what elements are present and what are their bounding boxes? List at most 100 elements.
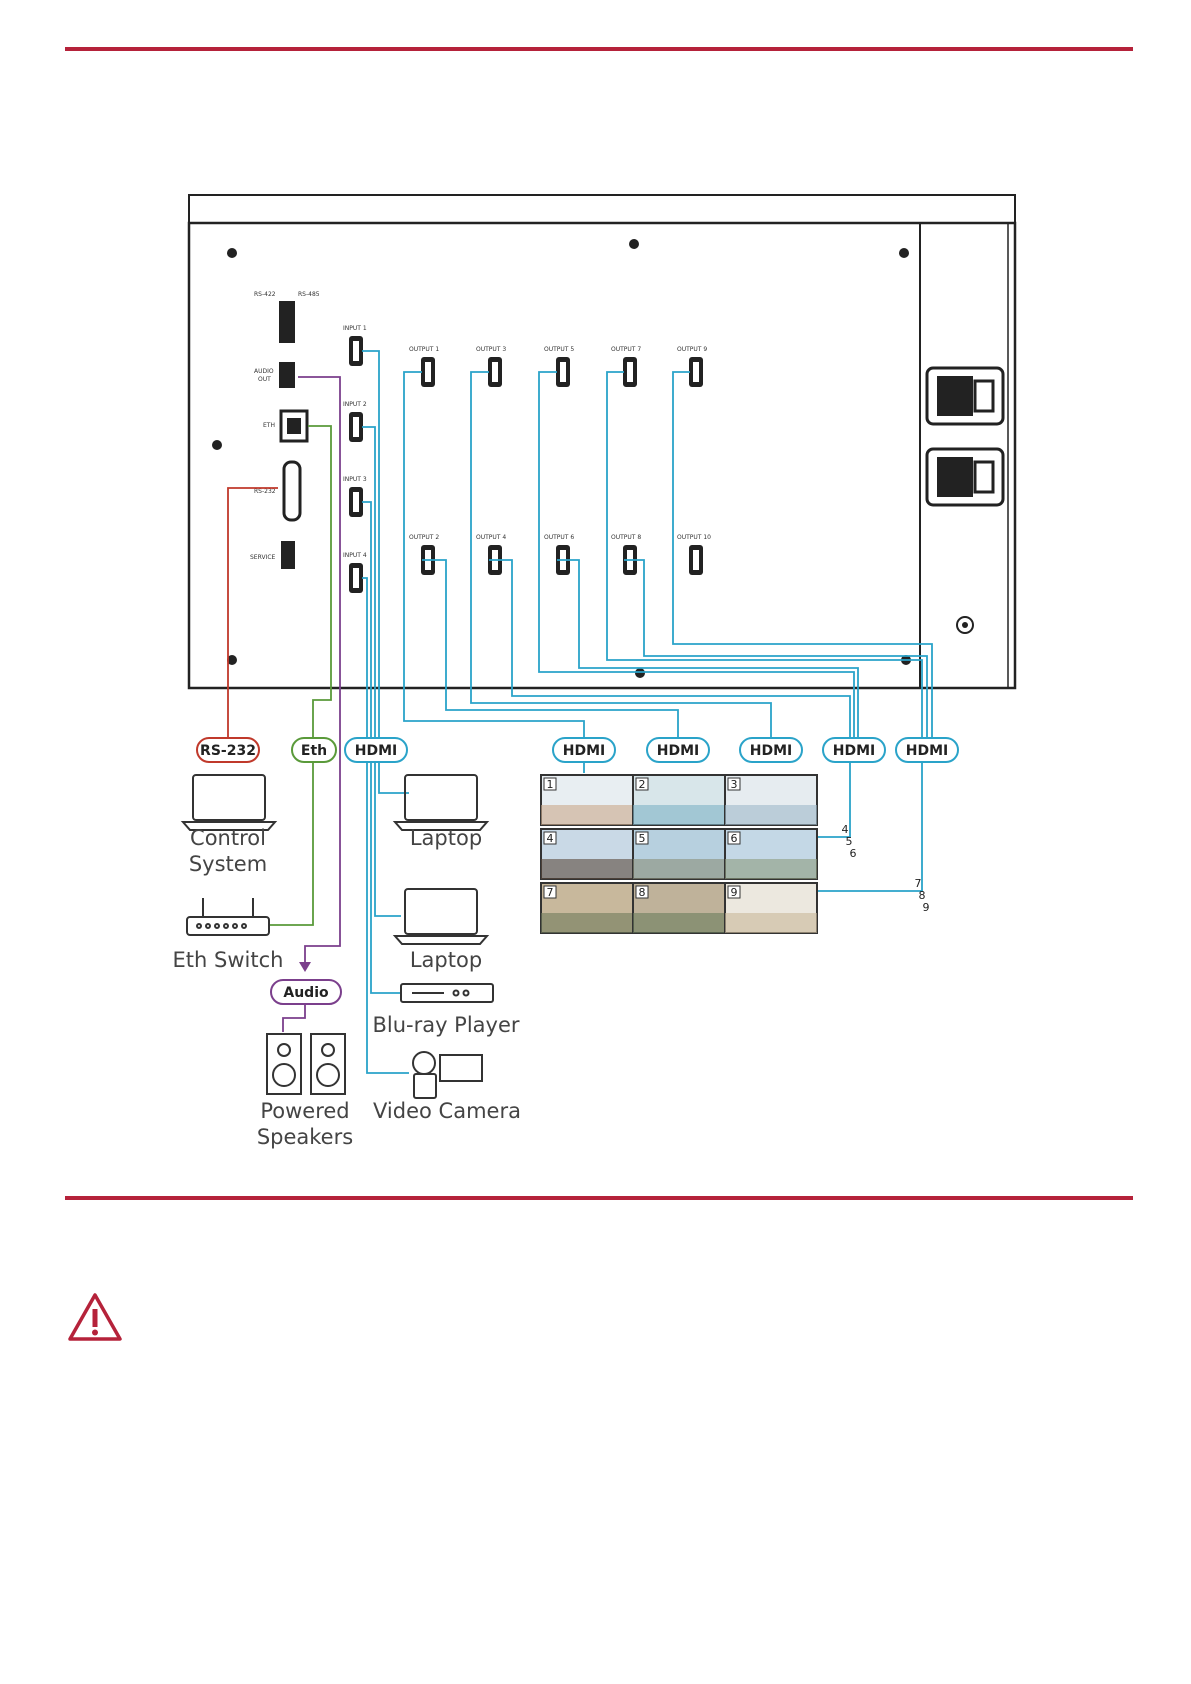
label-rs485: RS-485 (298, 291, 320, 298)
video-camera-icon (412, 1051, 483, 1099)
tile-number: 3 (731, 778, 738, 791)
power-socket-icon (925, 366, 1005, 507)
tile-number: 9 (731, 886, 738, 899)
rs232-cable (227, 487, 278, 738)
output-label: OUTPUT 9 (677, 346, 707, 353)
label-audio-out-2: OUT (258, 376, 271, 383)
audio-terminal-icon (279, 362, 295, 388)
hdmi-in4 (362, 577, 409, 1074)
hdmi-port-icon (349, 336, 363, 366)
audio-split (282, 1003, 306, 1032)
hdmi-port-icon (689, 357, 703, 387)
output-label: OUTPUT 4 (476, 534, 506, 541)
laptop-icon (180, 774, 490, 945)
header-rule (65, 47, 1133, 51)
input-label: INPUT 1 (343, 325, 367, 332)
video-wall-tile: 2 (632, 774, 726, 826)
eth-switch-cable (270, 762, 314, 926)
line-number: 9 (923, 901, 930, 914)
hdmi-out9 (672, 371, 933, 738)
input-label: INPUT 4 (343, 552, 367, 559)
hdmi-output-pill: HDMI (906, 743, 948, 759)
hdmi-in1 (362, 350, 409, 794)
device-control-2: System (189, 852, 267, 876)
input-label: INPUT 2 (343, 401, 367, 408)
device-control-1: Control (190, 826, 266, 850)
tile-number: 1 (547, 778, 554, 791)
video-wall-tile: 6 (724, 828, 818, 880)
output-label: OUTPUT 6 (544, 534, 574, 541)
ground-icon (956, 616, 974, 634)
label-rs422: RS-422 (254, 291, 276, 298)
output-label: OUTPUT 5 (544, 346, 574, 353)
inputs-group: INPUT 1 INPUT 2 INPUT 3 INPUT 4 (343, 325, 367, 593)
hdmi-out1 (403, 371, 585, 738)
tile-number: 4 (547, 832, 554, 845)
hdmi-out2 (422, 559, 679, 738)
label-service: SERVICE (250, 554, 276, 561)
device-speakers-1: Powered (260, 1099, 349, 1123)
video-wall-tile: 4 (540, 828, 634, 880)
hdmi-port-icon (349, 412, 363, 442)
hdmi-out6 (557, 559, 859, 738)
hdmi-output-pill: HDMI (750, 743, 792, 759)
hdmi-in2 (362, 426, 401, 917)
video-wall-tile: 1 (540, 774, 634, 826)
output-label: OUTPUT 8 (611, 534, 641, 541)
hdmi-output-pill: HDMI (563, 743, 605, 759)
output-label: OUTPUT 2 (409, 534, 439, 541)
output-label: OUTPUT 7 (611, 346, 641, 353)
footer-rule (65, 1196, 1133, 1200)
hdmi-out5 (538, 371, 855, 738)
line-number: 7 (915, 877, 922, 890)
speaker-icon (266, 1033, 346, 1095)
device-camera: Video Camera (373, 1099, 521, 1123)
hdmi-out8 (624, 559, 928, 738)
rs232-port-icon (282, 460, 302, 522)
label-rs232: RS-232 (254, 488, 276, 495)
output-label: OUTPUT 3 (476, 346, 506, 353)
video-wall-tile: 3 (724, 774, 818, 826)
rear-panel: RS-422 RS-485 AUDIO OUT ETH RS-232 SERVI… (187, 194, 1017, 690)
output-label: OUTPUT 10 (677, 534, 711, 541)
device-laptop-1: Laptop (410, 826, 482, 850)
label-audio-out-1: AUDIO (254, 368, 274, 375)
video-wall-tile: 9 (724, 882, 818, 934)
arrow-icon (299, 962, 311, 972)
line-number: 5 (846, 835, 853, 848)
service-port-icon (281, 541, 295, 569)
hdmi-port-icon (488, 357, 502, 387)
video-wall-tile: 8 (632, 882, 726, 934)
bluray-player-icon (400, 983, 494, 1003)
audio-cable (298, 376, 341, 965)
eth-cable (308, 425, 332, 738)
hdmi-port-icon (349, 563, 363, 593)
hdmi-input-pill: HDMI (355, 743, 397, 759)
hdmi-output-pill: HDMI (657, 743, 699, 759)
hdmi-port-icon (689, 545, 703, 575)
line-number: 6 (850, 847, 857, 860)
warning-triangle-icon (68, 1293, 122, 1341)
device-laptop-2: Laptop (410, 948, 482, 972)
hdmi-out7 (606, 371, 923, 738)
devices (180, 774, 494, 1099)
screw-icon (212, 239, 911, 678)
tile-number: 2 (639, 778, 646, 791)
hdmi-port-icon (556, 357, 570, 387)
device-bluray: Blu-ray Player (372, 1013, 519, 1037)
line-number: 8 (919, 889, 926, 902)
tile-number: 8 (639, 886, 646, 899)
hdmi-port-icon (349, 487, 363, 517)
input-label: INPUT 3 (343, 476, 367, 483)
hdmi-port-icon (623, 357, 637, 387)
tile-number: 6 (731, 832, 738, 845)
tile-number: 7 (547, 886, 554, 899)
device-speakers-2: Speakers (257, 1125, 353, 1149)
device-eth-switch: Eth Switch (173, 948, 284, 972)
video-wall-tile: 5 (632, 828, 726, 880)
rs232-pill: RS-232 (200, 743, 256, 759)
rs422-terminal-icon (279, 301, 295, 343)
